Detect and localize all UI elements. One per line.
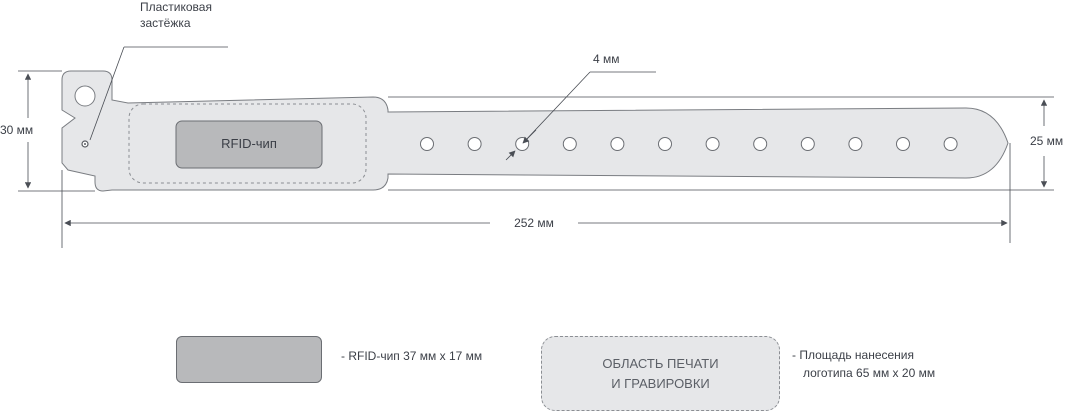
band-height-label: 25 мм [1030,134,1063,148]
rfid-chip-label: RFID-чип [221,136,277,151]
band-hole [610,137,625,151]
print-area [128,103,367,184]
band-hole [896,137,910,151]
legend-print-text-line1: - Площадь нанесения [792,348,915,362]
band-hole [800,137,815,151]
legend-print-area-line2: И ГРАВИРОВКИ [611,375,710,391]
length-label: 252 мм [514,216,554,230]
band-hole [753,137,768,151]
band-hole [705,137,720,151]
legend-print-area-line1: ОБЛАСТЬ ПЕЧАТИ [602,355,719,371]
band-hole [848,137,863,151]
legend-chip-text: - RFID-чип 37 мм х 17 мм [341,349,483,363]
clasp-label-line1: Пластиковая [140,0,212,14]
legend-print-area-swatch: ОБЛАСТЬ ПЕЧАТИ И ГРАВИРОВКИ [541,336,780,411]
clasp-hole [74,85,96,107]
hole-size-label: 4 мм [593,52,620,66]
height-total-label: 30 мм [0,123,33,137]
band-hole [943,137,958,151]
rfid-chip [175,120,323,169]
legend-chip-swatch [176,336,322,383]
legend-print-text-line2: логотипа 65 мм х 20 мм [803,366,936,380]
clasp-label-line2: застёжка [140,16,191,30]
band-hole [420,137,434,151]
band-hole [658,137,672,151]
band-holes [420,137,958,151]
band-hole [467,137,482,151]
band-hole [562,137,577,151]
